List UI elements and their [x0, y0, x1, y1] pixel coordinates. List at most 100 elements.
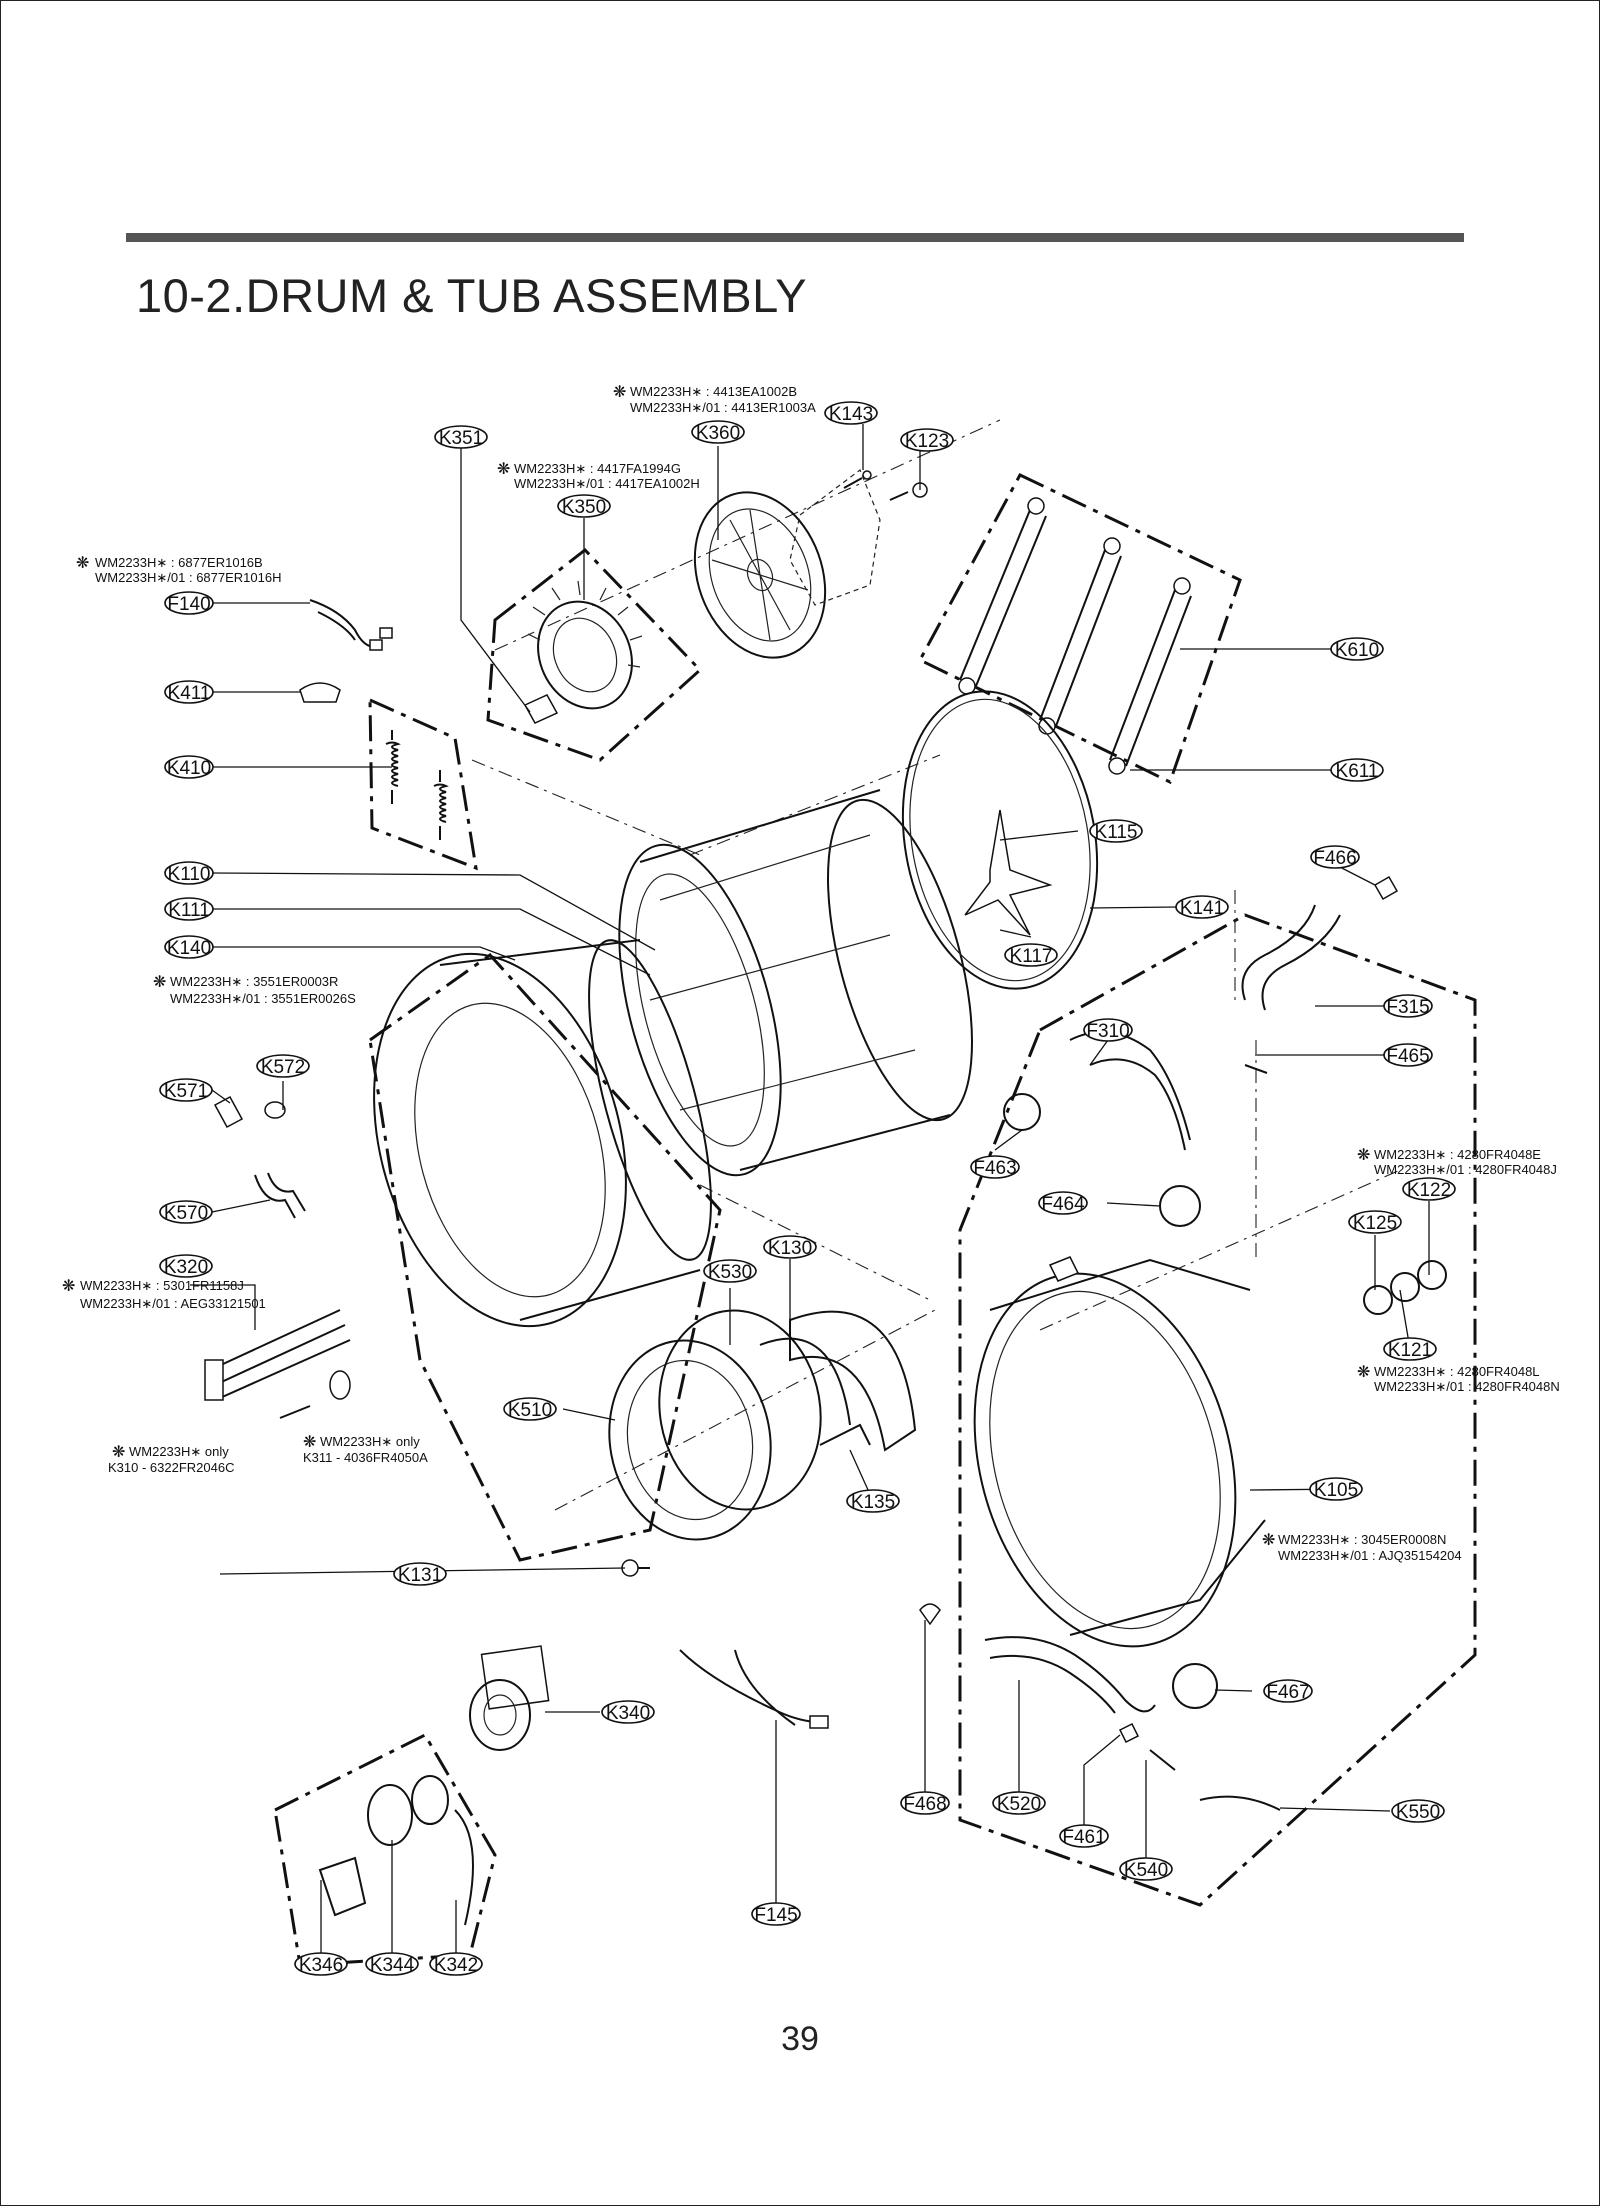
model-notes: ❋ WM2233H∗ : 4413EA1002B WM2233H∗/01 : 4… — [62, 382, 1560, 1563]
svg-text:WM2233H∗ : 4413EA1002B: WM2233H∗ : 4413EA1002B — [630, 384, 797, 399]
svg-text:K125: K125 — [1353, 1213, 1397, 1234]
thermistor — [329, 1370, 351, 1400]
svg-text:K530: K530 — [708, 1262, 752, 1283]
svg-text:❋: ❋ — [303, 1432, 316, 1451]
svg-text:❋: ❋ — [62, 1276, 75, 1295]
leader-lines — [190, 424, 1430, 1964]
label-k410: K410 — [164, 755, 214, 779]
note-f140: ❋ WM2233H∗ : 6877ER1016B WM2233H∗/01 : 6… — [76, 553, 282, 585]
label-k110: K110 — [164, 861, 214, 885]
dampers — [958, 497, 1192, 775]
svg-text:K117: K117 — [1010, 946, 1053, 967]
svg-text:K611: K611 — [1336, 761, 1379, 782]
label-f467: F467 — [1263, 1679, 1313, 1703]
label-k105: K105 — [1309, 1477, 1363, 1501]
label-f464: F464 — [1038, 1191, 1088, 1215]
svg-text:F315: F315 — [1386, 997, 1429, 1018]
svg-text:WM2233H∗/01 : 4280FR4048J: WM2233H∗/01 : 4280FR4048J — [1374, 1162, 1557, 1177]
svg-text:WM2233H∗ : 4280FR4048L: WM2233H∗ : 4280FR4048L — [1374, 1364, 1540, 1379]
svg-text:K350: K350 — [562, 497, 606, 518]
svg-text:WM2233H∗/01 : AJQ35154204: WM2233H∗/01 : AJQ35154204 — [1278, 1548, 1462, 1563]
label-f466: F466 — [1310, 845, 1360, 869]
label-k351: K351 — [434, 425, 488, 449]
svg-text:F140: F140 — [167, 594, 210, 615]
note-k121: ❋ WM2233H∗ : 4280FR4048L WM2233H∗/01 : 4… — [1357, 1362, 1560, 1394]
label-k610: K610 — [1330, 637, 1384, 661]
svg-text:❋: ❋ — [153, 972, 166, 991]
page-number: 39 — [781, 2020, 819, 2058]
svg-text:❋: ❋ — [1262, 1530, 1275, 1549]
svg-text:F463: F463 — [973, 1158, 1016, 1179]
svg-text:K570: K570 — [164, 1203, 208, 1224]
note-k310: ❋ WM2233H∗ only K310 - 6322FR2046C — [108, 1442, 234, 1475]
label-k360: K360 — [691, 420, 745, 444]
label-f140: F140 — [164, 591, 214, 615]
hose-clamps — [1003, 875, 1399, 1227]
svg-text:F145: F145 — [754, 1905, 797, 1926]
svg-text:K143: K143 — [829, 404, 873, 425]
label-k540: K540 — [1119, 1857, 1173, 1881]
svg-text:K131: K131 — [398, 1565, 442, 1586]
label-k611: K611 — [1330, 758, 1384, 782]
svg-text:WM2233H∗/01 : 4280FR4048N: WM2233H∗/01 : 4280FR4048N — [1374, 1379, 1560, 1394]
group-outlines — [273, 473, 1477, 1967]
svg-text:WM2233H∗ : 4280FR4048E: WM2233H∗ : 4280FR4048E — [1374, 1147, 1541, 1162]
label-k121: K121 — [1383, 1337, 1437, 1361]
pump-filter — [318, 1775, 474, 1926]
part-labels: K351 K360 K143 K123 K350 F140 K411 K410 … — [159, 401, 1456, 1976]
note-k122: ❋ WM2233H∗ : 4280FR4048E WM2233H∗/01 : 4… — [1357, 1145, 1557, 1177]
label-k550: K550 — [1391, 1799, 1445, 1823]
group-outline-rear-tub — [958, 913, 1477, 1907]
svg-text:K111: K111 — [168, 900, 210, 921]
svg-text:WM2233H∗ : 3045ER0008N: WM2233H∗ : 3045ER0008N — [1278, 1532, 1446, 1547]
balancer-and-clamp — [759, 1310, 917, 1452]
label-k143: K143 — [824, 401, 878, 425]
rear-tub — [973, 1256, 1266, 1648]
label-f145: F145 — [751, 1902, 801, 1926]
label-k135: K135 — [846, 1489, 900, 1513]
svg-text:K122: K122 — [1407, 1180, 1451, 1201]
drain-hose-parts — [919, 1603, 1281, 1811]
label-k111: K111 — [164, 897, 214, 921]
label-k344: K344 — [365, 1952, 419, 1976]
note-k360: ❋ WM2233H∗ : 4413EA1002B WM2233H∗/01 : 4… — [613, 382, 816, 415]
svg-text:WM2233H∗ : 4417FA1994G: WM2233H∗ : 4417FA1994G — [514, 461, 681, 476]
title-rule — [126, 233, 1464, 242]
label-k122: K122 — [1402, 1177, 1456, 1201]
svg-text:❋: ❋ — [1357, 1362, 1370, 1381]
group-outline-pump — [273, 1733, 497, 1967]
svg-text:K550: K550 — [1396, 1802, 1440, 1823]
svg-text:F461: F461 — [1062, 1827, 1105, 1848]
label-k130: K130 — [763, 1235, 817, 1259]
label-k510: K510 — [503, 1397, 557, 1421]
label-f463: F463 — [970, 1155, 1020, 1179]
svg-text:K411: K411 — [168, 683, 211, 704]
note-k320: ❋ WM2233H∗ : 5301FR1158J WM2233H∗/01 : A… — [62, 1276, 266, 1311]
label-k141: K141 — [1175, 895, 1229, 919]
svg-text:K346: K346 — [299, 1955, 343, 1976]
svg-text:K320: K320 — [164, 1257, 208, 1278]
label-k131: K131 — [393, 1562, 447, 1586]
label-f310: F310 — [1083, 1018, 1133, 1042]
svg-text:K141: K141 — [1180, 898, 1224, 919]
svg-text:❋: ❋ — [76, 553, 89, 572]
label-k320: K320 — [159, 1254, 213, 1278]
note-k105: ❋ WM2233H∗ : 3045ER0008N WM2233H∗/01 : A… — [1262, 1530, 1462, 1563]
svg-text:K115: K115 — [1095, 822, 1138, 843]
svg-text:❋: ❋ — [497, 459, 510, 478]
svg-text:WM2233H∗ only: WM2233H∗ only — [320, 1434, 420, 1449]
rotor — [693, 469, 881, 659]
svg-text:❋: ❋ — [613, 382, 626, 401]
svg-text:F468: F468 — [903, 1794, 946, 1815]
note-k350: ❋ WM2233H∗ : 4417FA1994G WM2233H∗/01 : 4… — [497, 459, 700, 491]
small-hoses — [213, 1095, 306, 1219]
label-k350: K350 — [557, 494, 611, 518]
drain-pump — [469, 1645, 550, 1751]
label-k346: K346 — [294, 1952, 348, 1976]
heater — [204, 1309, 351, 1419]
group-outline-front-tub — [368, 953, 722, 1562]
label-k123: K123 — [900, 428, 954, 452]
svg-text:K340: K340 — [606, 1703, 650, 1724]
svg-text:WM2233H∗ : 3551ER0003R: WM2233H∗ : 3551ER0003R — [170, 974, 338, 989]
